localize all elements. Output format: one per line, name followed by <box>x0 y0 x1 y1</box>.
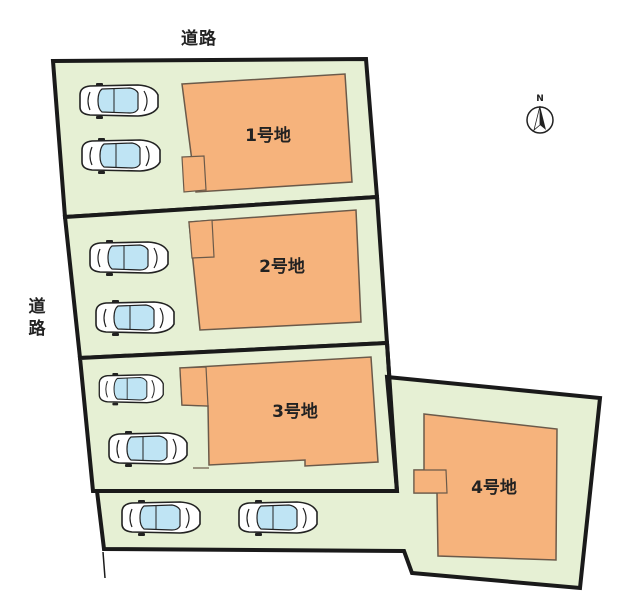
parking-car-lot-1-lower <box>81 137 161 175</box>
parking-car-lot-1-upper <box>79 82 159 120</box>
compass-north-letter: N <box>536 94 544 104</box>
road-label-top: 道路 <box>181 29 217 49</box>
lot-1-house-porch <box>181 155 207 193</box>
parking-car-lot-3-lower <box>108 430 188 468</box>
lot-4-house-porch <box>413 469 448 494</box>
parking-car-lot-2-upper <box>89 239 169 277</box>
lot-2-house <box>188 209 362 331</box>
parking-car-lot-4-right <box>238 499 318 537</box>
lot-2-label: 2号地 <box>259 256 305 277</box>
lot-1-label: 1号地 <box>245 125 291 146</box>
lot-3-label: 3号地 <box>272 401 318 422</box>
road-label-left-char-1: 道 <box>28 297 46 317</box>
lot-4-label: 4号地 <box>471 477 517 498</box>
parking-car-lot-3-upper <box>98 372 164 407</box>
parking-car-lot-4-left <box>121 499 201 537</box>
road-label-left: 道 路 <box>27 296 47 340</box>
north-compass: N <box>526 94 554 134</box>
road-label-left-char-2: 路 <box>28 319 46 339</box>
lot-3-house-porch <box>179 366 209 407</box>
lot-2-house-porch <box>188 219 215 259</box>
parking-car-lot-2-lower <box>95 299 175 337</box>
